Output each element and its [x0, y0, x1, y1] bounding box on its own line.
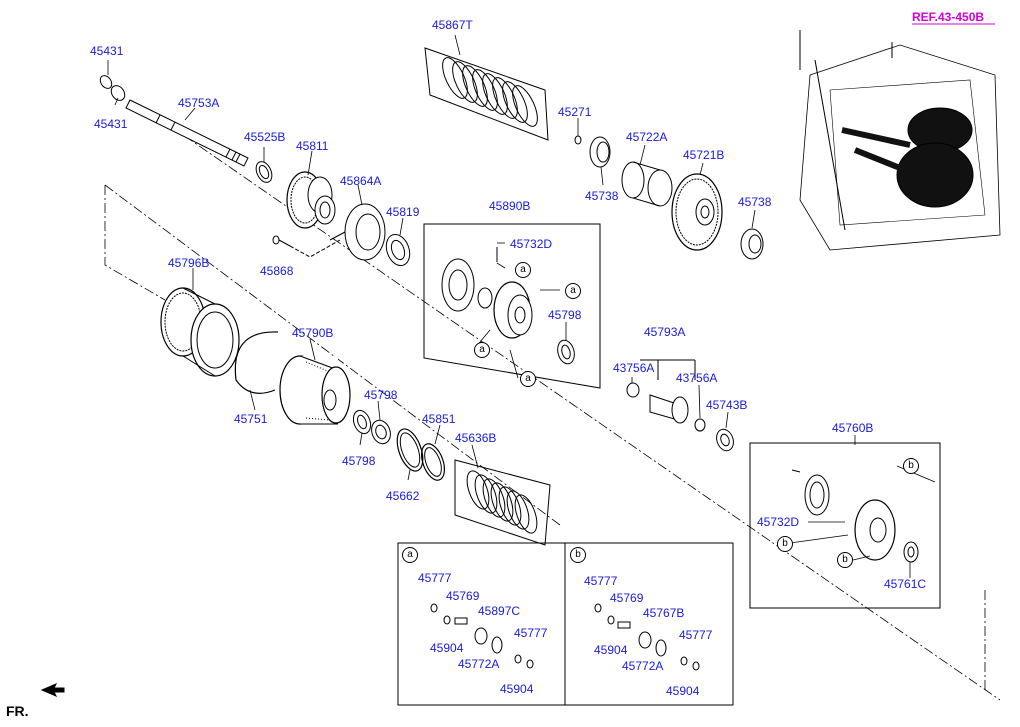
- part-label-45798-c[interactable]: 45798: [548, 308, 582, 322]
- part-label-45793A[interactable]: 45793A: [644, 325, 686, 339]
- inset-a-tag: a: [402, 547, 418, 563]
- part-label-45868[interactable]: 45868: [260, 264, 294, 278]
- part-label-45761C[interactable]: 45761C: [884, 577, 927, 591]
- input-shaft-45753A: [125, 99, 249, 167]
- part-label-45819[interactable]: 45819: [386, 205, 420, 219]
- inset-a-label-45777-a[interactable]: 45777: [418, 571, 452, 585]
- inset-a-label-45769[interactable]: 45769: [446, 589, 480, 603]
- part-label-45431-a[interactable]: 45431: [90, 44, 124, 58]
- frame-45890B: [423, 223, 601, 389]
- inset-a-label-45904-a[interactable]: 45904: [430, 641, 464, 655]
- part-label-45798-b[interactable]: 45798: [342, 454, 376, 468]
- bearing-45738-a: [589, 136, 611, 168]
- axis-line-left: [104, 185, 166, 301]
- clutch-hub-45790B: [279, 355, 351, 425]
- ref-label[interactable]: REF.43-450B: [912, 10, 985, 24]
- axis-line-main: [139, 104, 1001, 701]
- callout-a-3: a: [474, 342, 490, 358]
- inset-b-label-45777-a[interactable]: 45777: [584, 574, 618, 588]
- pinion-shaft-45793A: [626, 359, 706, 432]
- callout-a-2: a: [565, 283, 581, 299]
- part-label-45890B[interactable]: 45890B: [489, 199, 531, 213]
- inset-b-label-45904-b[interactable]: 45904: [666, 684, 700, 698]
- part-label-45811[interactable]: 45811: [296, 139, 329, 153]
- washer-45798-b: [371, 419, 391, 445]
- part-label-45636B[interactable]: 45636B: [455, 431, 497, 445]
- gear-45722A: [621, 161, 673, 207]
- inset-a-parts: [430, 603, 534, 669]
- part-label-45271[interactable]: 45271: [558, 105, 592, 119]
- washer-45798-c: [557, 339, 575, 365]
- callout-b-2: b: [777, 536, 793, 552]
- clutch-drum-45796B: [160, 287, 240, 377]
- inset-a-label-45904-b[interactable]: 45904: [500, 682, 534, 696]
- part-label-45798-a[interactable]: 45798: [364, 388, 398, 402]
- callout-b-1: b: [903, 458, 919, 474]
- ring-45819: [385, 234, 411, 266]
- clutch-pack-45867T: [424, 47, 549, 141]
- part-label-45760B[interactable]: 45760B: [832, 421, 874, 435]
- part-label-45743B[interactable]: 45743B: [706, 398, 748, 412]
- inset-b-label-45772A[interactable]: 45772A: [622, 659, 664, 673]
- part-label-45753A[interactable]: 45753A: [178, 96, 220, 110]
- inset-a-label-45772A[interactable]: 45772A: [458, 657, 500, 671]
- callout-a-1: a: [515, 262, 531, 278]
- axis-line-lower: [104, 184, 561, 526]
- part-label-45732D-a[interactable]: 45732D: [510, 237, 553, 251]
- differential-case-45890B: [441, 247, 533, 339]
- part-label-45721B[interactable]: 45721B: [683, 148, 725, 162]
- frame-45760B: [749, 442, 941, 609]
- inset-b-tag: b: [570, 547, 586, 563]
- part-label-45431-b[interactable]: 45431: [94, 117, 128, 131]
- snap-ring-45751: [234, 331, 279, 394]
- ring-45271: [574, 135, 582, 145]
- housing-45864A: [329, 203, 386, 261]
- part-label-45662[interactable]: 45662: [386, 489, 420, 503]
- ring-45662: [396, 428, 424, 472]
- part-label-45864A[interactable]: 45864A: [340, 174, 382, 188]
- part-label-45751[interactable]: 45751: [234, 412, 268, 426]
- part-label-45738-a[interactable]: 45738: [585, 189, 619, 203]
- front-direction-label: FR.: [6, 703, 29, 719]
- inset-b-label-45777-b[interactable]: 45777: [679, 628, 713, 642]
- part-label-43756A-a[interactable]: 43756A: [613, 361, 655, 375]
- front-arrow-icon: [40, 683, 65, 697]
- part-label-43756A-b[interactable]: 43756A: [676, 371, 718, 385]
- inset-b-label-45767B[interactable]: 45767B: [643, 606, 685, 620]
- snap-ring-45431: [99, 75, 126, 101]
- part-label-45722A[interactable]: 45722A: [626, 130, 668, 144]
- ring-45525B: [255, 161, 273, 183]
- inset-a-label-45897C[interactable]: 45897C: [478, 604, 521, 618]
- carrier-45760B: [791, 469, 919, 563]
- part-label-45851[interactable]: 45851: [422, 412, 456, 426]
- part-label-45790B[interactable]: 45790B: [292, 326, 334, 340]
- callout-a-4: a: [520, 371, 536, 387]
- transmission-assembly-drawing: [799, 30, 1001, 251]
- gear-45811: [286, 171, 336, 229]
- part-label-45738-b[interactable]: 45738: [738, 195, 772, 209]
- inset-b-label-45904-a[interactable]: 45904: [594, 643, 628, 657]
- ring-45743B: [716, 428, 734, 452]
- part-label-45525B[interactable]: 45525B: [244, 130, 286, 144]
- bolt-45868: [272, 235, 341, 258]
- part-label-45796B[interactable]: 45796B: [168, 256, 210, 270]
- ring-45851: [420, 443, 446, 481]
- callout-b-3: b: [837, 552, 853, 568]
- part-label-45732D-b[interactable]: 45732D: [757, 515, 800, 529]
- washer-45798-a: [352, 409, 372, 435]
- inset-b-parts: [594, 603, 700, 671]
- inset-a-label-45777-b[interactable]: 45777: [514, 626, 548, 640]
- bearing-45738-b: [740, 228, 764, 260]
- clutch-pack-45636B: [454, 459, 551, 546]
- part-label-45867T[interactable]: 45867T: [432, 18, 473, 32]
- inset-b-label-45769[interactable]: 45769: [610, 591, 644, 605]
- gear-45721B: [671, 173, 723, 251]
